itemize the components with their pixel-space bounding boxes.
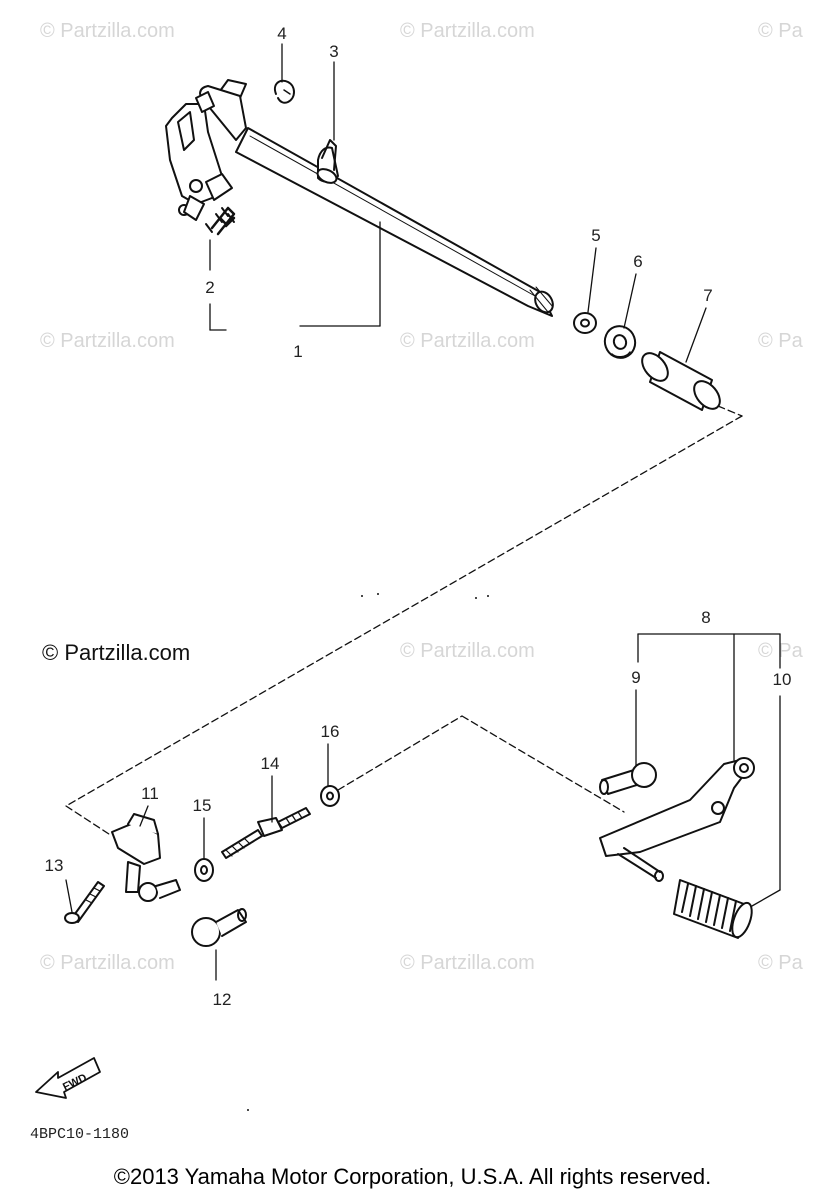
callout-16: 16 <box>320 722 340 741</box>
callout-11: 11 <box>141 784 159 803</box>
partzilla-watermark-main: © Partzilla.com <box>42 640 191 665</box>
watermark: © Partzilla.com <box>40 952 175 974</box>
watermark: © Partzilla.com <box>40 20 175 42</box>
ball-joint-part <box>191 908 247 947</box>
callout-2: 2 <box>205 278 215 297</box>
watermark: © Partzilla.com <box>400 20 535 42</box>
watermark: © Pa <box>758 952 803 974</box>
callout-15: 15 <box>192 796 212 815</box>
callout-3: 3 <box>329 42 339 61</box>
callout-10: 10 <box>772 670 792 689</box>
circlip-part <box>274 79 295 104</box>
watermark: © Pa <box>758 330 803 352</box>
watermark: © Partzilla.com <box>400 330 535 352</box>
watermark: © Pa <box>758 20 803 42</box>
callout-14: 14 <box>260 754 280 773</box>
watermark: © Partzilla.com <box>400 640 535 662</box>
pivot-bolt-part <box>599 762 657 795</box>
callout-1: 1 <box>293 342 303 361</box>
callout-8: 8 <box>701 608 711 627</box>
callout-4: 4 <box>277 24 287 43</box>
callout-9: 9 <box>631 668 641 687</box>
shift-shaft-part <box>235 127 554 317</box>
watermark: © Partzilla.com <box>400 952 535 974</box>
callout-7: 7 <box>703 286 713 305</box>
oil-seal-part <box>603 325 637 359</box>
fwd-arrow-icon <box>35 1057 101 1099</box>
rod-end-part <box>111 813 181 902</box>
bolt-part <box>64 881 105 924</box>
shift-rod-part <box>221 807 311 859</box>
assembly-dashed-lines <box>65 405 743 837</box>
spring-part <box>205 206 236 236</box>
nut-part <box>320 785 340 807</box>
washer-part <box>573 312 597 334</box>
shaft-collar-part <box>316 139 339 184</box>
callout-13: 13 <box>44 856 64 875</box>
watermark: © Partzilla.com <box>40 330 175 352</box>
shift-arm-assembly <box>165 79 247 221</box>
copyright-text: ©2013 Yamaha Motor Corporation, U.S.A. A… <box>113 1164 712 1189</box>
shift-pedal-part <box>599 757 755 939</box>
nut-part <box>194 858 214 882</box>
callout-6: 6 <box>633 252 643 271</box>
callout-12: 12 <box>212 990 232 1009</box>
callout-5: 5 <box>591 226 601 245</box>
diagram-code: 4BPC10-1180 <box>30 1126 130 1143</box>
leader-lines <box>65 43 781 981</box>
bushing-part <box>641 351 721 411</box>
